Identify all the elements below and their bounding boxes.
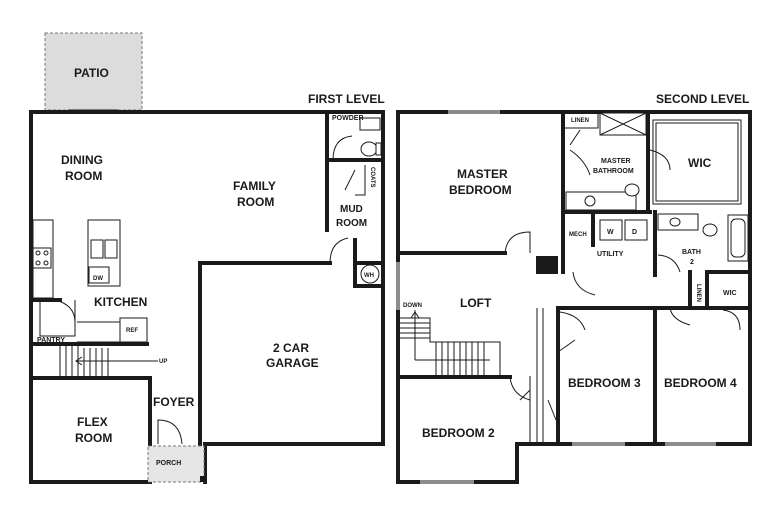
d-label: D (632, 229, 637, 236)
fridge (119, 317, 148, 343)
powder-label: POWDER (332, 115, 364, 122)
porch-area (147, 445, 205, 483)
patio-area (44, 32, 143, 111)
wic-top-label: WIC (688, 156, 712, 170)
bathtub (727, 214, 749, 262)
master-bath-label-1: MASTER (601, 158, 631, 165)
mud-label-2: ROOM (336, 218, 367, 229)
dw-label: DW (93, 276, 103, 282)
washer (599, 219, 623, 241)
bed4-label: BEDROOM 4 (664, 376, 737, 390)
garage-label-1: 2 CAR (273, 341, 309, 355)
master-bed-label-1: MASTER (457, 167, 508, 181)
dryer (624, 219, 648, 241)
second-stairs (400, 310, 501, 377)
coats-label: COATS (369, 167, 375, 188)
linen-top-label: LINEN (571, 118, 589, 124)
porch-label: PORCH (156, 460, 181, 467)
kitchen-label: KITCHEN (94, 295, 147, 309)
bath2-vanity (657, 213, 699, 231)
dining-label-2: ROOM (65, 169, 102, 183)
master-bed-label-2: BEDROOM (449, 183, 512, 197)
dining-label-1: DINING (61, 153, 103, 167)
utility-label: UTILITY (597, 251, 624, 258)
up-label: UP (159, 359, 167, 365)
ref-label: REF (126, 328, 138, 334)
first-level: FIRST LEVEL PATIO DINING ROOM FAMILY ROO… (29, 32, 385, 484)
down-label: DOWN (403, 303, 422, 309)
water-heater (360, 264, 380, 284)
mech-label: MECH (569, 232, 587, 238)
wic-side-label: WIC (723, 290, 737, 297)
w-label: W (607, 229, 614, 236)
stove (32, 247, 52, 269)
master-vanity (565, 191, 637, 211)
family-label-1: FAMILY (233, 179, 276, 193)
first-level-title: FIRST LEVEL (308, 92, 385, 106)
linen-side-label: LINEN (695, 284, 701, 302)
flex-label-2: ROOM (75, 431, 112, 445)
family-label-2: ROOM (237, 195, 274, 209)
garage-label-2: GARAGE (266, 356, 319, 370)
wh-label: WH (364, 273, 374, 279)
foyer-label: FOYER (153, 395, 195, 409)
bath2-label-2: 2 (690, 259, 694, 266)
master-bath-label-2: BATHROOM (593, 168, 634, 175)
patio-label: PATIO (74, 66, 109, 80)
kitchen-island (87, 219, 121, 287)
first-stairs (59, 344, 158, 378)
loft-label: LOFT (460, 296, 492, 310)
pantry-label: PANTRY (37, 337, 65, 344)
bed2-label: BEDROOM 2 (422, 426, 495, 440)
second-level-title: SECOND LEVEL (656, 92, 749, 106)
mud-label-1: MUD (340, 204, 363, 215)
second-level: SECOND LEVEL LINEN MASTER BATHROOM WIC M… (396, 92, 752, 484)
bath2-label-1: BATH (682, 249, 701, 256)
bed3-label: BEDROOM 3 (568, 376, 641, 390)
flex-label-1: FLEX (77, 415, 108, 429)
